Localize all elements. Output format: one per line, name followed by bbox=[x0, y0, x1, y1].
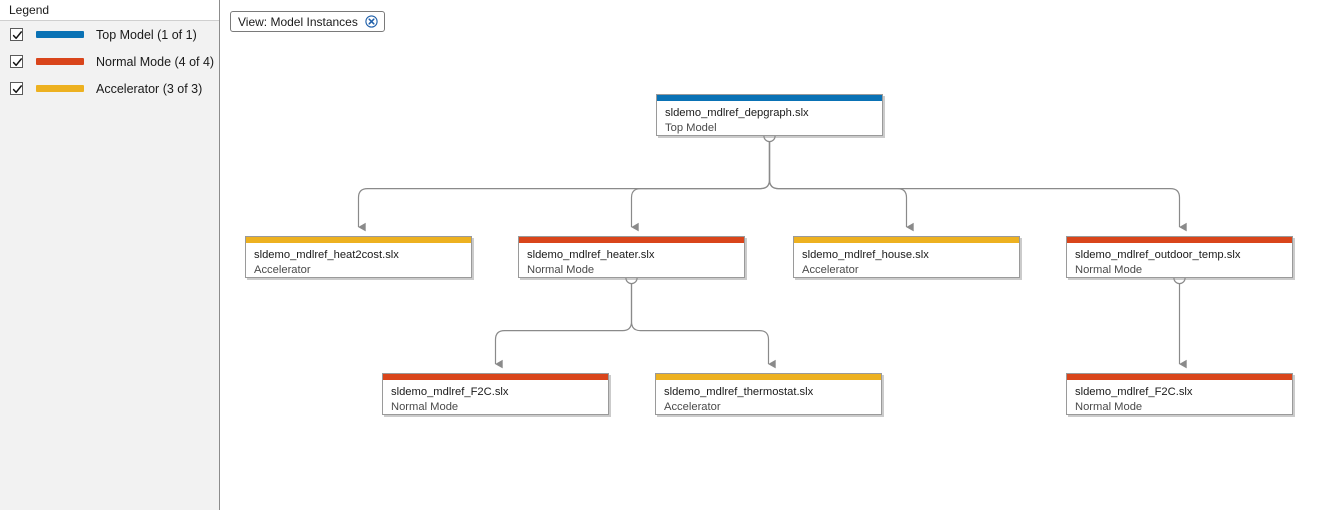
node-model-name: sldemo_mdlref_F2C.slx bbox=[1075, 386, 1193, 398]
node-type-bar bbox=[657, 95, 882, 101]
node-type-bar bbox=[1067, 237, 1292, 243]
node-model-name: sldemo_mdlref_thermostat.slx bbox=[664, 386, 814, 398]
checkbox-checked-icon[interactable] bbox=[10, 28, 23, 41]
legend-panel: Legend Top Model (1 of 1) Normal Mode (4 … bbox=[0, 0, 220, 510]
graph-canvas[interactable]: View: Model Instances sldemo_mdlref_depg… bbox=[221, 0, 1320, 510]
node-simulation-mode: Top Model bbox=[665, 122, 717, 134]
legend-color-swatch bbox=[36, 85, 84, 92]
view-filter-label: View: Model Instances bbox=[238, 14, 358, 29]
node-model-name: sldemo_mdlref_heater.slx bbox=[527, 249, 655, 261]
node-simulation-mode: Accelerator bbox=[802, 264, 859, 276]
edge-connector bbox=[494, 283, 633, 369]
legend-header: Legend bbox=[0, 0, 219, 21]
node-simulation-mode: Normal Mode bbox=[527, 264, 595, 276]
node-simulation-mode: Accelerator bbox=[664, 401, 721, 413]
node-simulation-mode: Normal Mode bbox=[1075, 264, 1143, 276]
checkbox-checked-icon[interactable] bbox=[10, 55, 23, 68]
legend-item-label: Normal Mode (4 of 4) bbox=[96, 54, 215, 69]
legend-item-label: Top Model (1 of 1) bbox=[96, 27, 197, 42]
legend-color-swatch bbox=[36, 58, 84, 65]
close-circle-icon[interactable] bbox=[365, 15, 378, 28]
edge-connector bbox=[357, 141, 771, 232]
node-model-name: sldemo_mdlref_heat2cost.slx bbox=[254, 249, 399, 261]
node-simulation-mode: Accelerator bbox=[254, 264, 311, 276]
node-simulation-mode: Normal Mode bbox=[391, 401, 459, 413]
node-type-bar bbox=[794, 237, 1019, 243]
legend-item[interactable]: Accelerator (3 of 3) bbox=[0, 75, 219, 102]
node-type-bar bbox=[656, 374, 881, 380]
node-model-name: sldemo_mdlref_house.slx bbox=[802, 249, 929, 261]
node-type-bar bbox=[246, 237, 471, 243]
legend-item[interactable]: Top Model (1 of 1) bbox=[0, 21, 219, 48]
legend-title: Legend bbox=[9, 3, 50, 17]
legend-color-swatch bbox=[36, 31, 84, 38]
edge-connector bbox=[768, 141, 1187, 232]
checkbox-checked-icon[interactable] bbox=[10, 82, 23, 95]
node-type-bar bbox=[1067, 374, 1292, 380]
node-model-name: sldemo_mdlref_outdoor_temp.slx bbox=[1075, 249, 1241, 261]
edge-connector bbox=[768, 141, 914, 232]
edge-connector bbox=[630, 283, 776, 369]
view-filter-chip[interactable]: View: Model Instances bbox=[230, 11, 385, 32]
node-type-bar bbox=[383, 374, 608, 380]
legend-item[interactable]: Normal Mode (4 of 4) bbox=[0, 48, 219, 75]
node-model-name: sldemo_mdlref_depgraph.slx bbox=[665, 107, 809, 119]
node-model-name: sldemo_mdlref_F2C.slx bbox=[391, 386, 509, 398]
legend-list: Top Model (1 of 1) Normal Mode (4 of 4) Ac… bbox=[0, 21, 219, 102]
edge-connector bbox=[630, 141, 771, 232]
node-simulation-mode: Normal Mode bbox=[1075, 401, 1143, 413]
node-type-bar bbox=[519, 237, 744, 243]
legend-item-label: Accelerator (3 of 3) bbox=[96, 81, 203, 96]
